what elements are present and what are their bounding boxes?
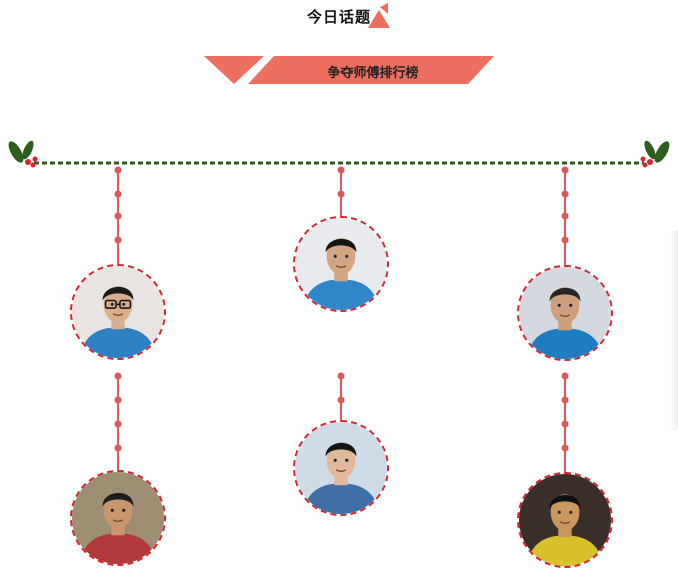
triangle-decoration-icon [368, 3, 390, 28]
ribbon-banner [204, 56, 494, 84]
person-photo [519, 267, 611, 359]
avatar-5[interactable] [293, 420, 389, 516]
avatar-3[interactable] [517, 265, 613, 361]
scroll-edge [670, 230, 678, 430]
avatar-4[interactable] [70, 470, 166, 566]
person-photo [72, 266, 164, 358]
person-photo [295, 422, 387, 514]
person-photo [72, 472, 164, 564]
avatar-6[interactable] [517, 472, 613, 568]
page-title: 今日话题 [306, 8, 371, 26]
garland [8, 140, 670, 168]
avatar-2[interactable] [293, 216, 389, 312]
holly-left-icon [8, 140, 38, 168]
avatar-1[interactable] [70, 264, 166, 360]
person-photo [519, 474, 611, 566]
banner-label: 争夺师傅排行榜 [327, 66, 419, 81]
holly-right-icon [640, 140, 670, 168]
person-photo [295, 218, 387, 310]
